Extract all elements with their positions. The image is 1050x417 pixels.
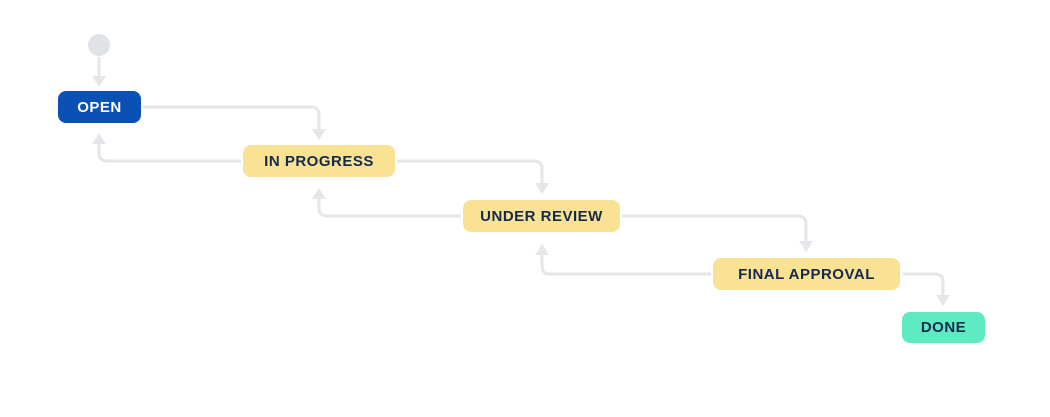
workflow-node-under-review[interactable]: UNDER REVIEW <box>463 200 620 232</box>
workflow-start-point <box>88 34 110 56</box>
transition-final-approval-to-under-review <box>535 244 711 276</box>
workflow-node-in-progress[interactable]: IN PROGRESS <box>243 145 395 177</box>
workflow-node-final-approval-label: FINAL APPROVAL <box>738 265 875 283</box>
transition-start-to-open <box>92 57 106 87</box>
workflow-node-open-label: OPEN <box>77 98 122 116</box>
transition-open-to-in-progress <box>143 105 326 140</box>
workflow-node-done-label: DONE <box>920 319 967 336</box>
workflow-node-open[interactable]: OPEN <box>58 91 141 123</box>
transition-in-progress-to-open <box>92 133 241 163</box>
transition-final-approval-to-done <box>903 272 950 306</box>
transition-under-review-to-in-progress <box>312 188 461 218</box>
workflow-node-under-review-label: UNDER REVIEW <box>480 207 603 225</box>
transition-in-progress-to-under-review <box>397 159 549 194</box>
workflow-node-final-approval[interactable]: FINAL APPROVAL <box>713 258 900 290</box>
workflow-node-done[interactable]: DONE <box>902 312 985 343</box>
transition-under-review-to-final-approval <box>622 214 813 252</box>
workflow-node-in-progress-label: IN PROGRESS <box>264 152 374 170</box>
